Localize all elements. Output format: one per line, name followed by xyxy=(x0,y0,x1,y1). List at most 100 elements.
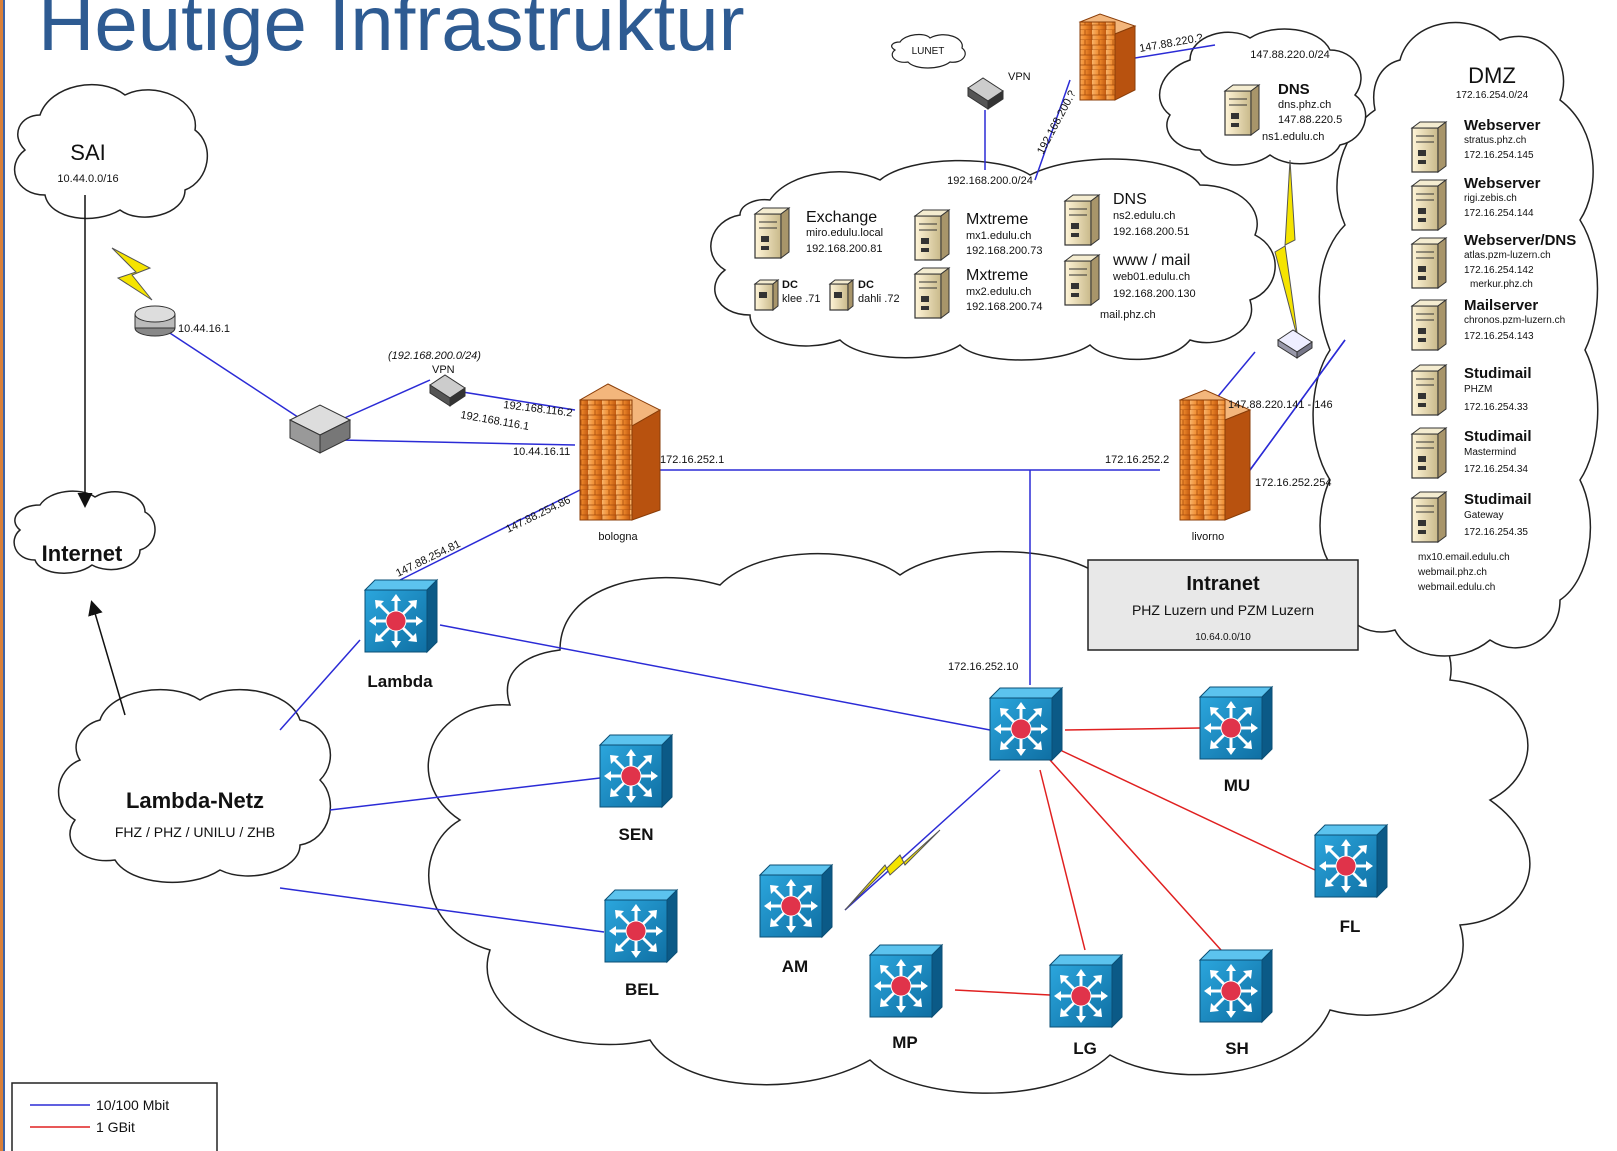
internal-cloud xyxy=(710,158,1276,361)
firewall-bologna xyxy=(578,383,662,521)
modem xyxy=(1277,329,1313,359)
dmz-server xyxy=(1411,121,1447,173)
mx2-line: mx2.edulu.ch xyxy=(966,286,1031,298)
switch-sh xyxy=(1198,948,1274,1024)
server-dns-ext xyxy=(1224,84,1260,136)
switch-lg xyxy=(1048,953,1124,1029)
vpn1-label: VPN xyxy=(432,364,455,376)
switch-lambda xyxy=(363,578,439,654)
dns-ext-name: DNS xyxy=(1278,81,1310,98)
lambda-netz-sub: FHZ / PHZ / UNILU / ZHB xyxy=(115,824,275,840)
dns-ext-line: 147.88.220.5 xyxy=(1278,114,1342,126)
dc2-line: dahli .72 xyxy=(858,293,900,305)
dmz-server-name: Mailserver xyxy=(1464,297,1538,314)
dc2-name: DC xyxy=(858,279,874,291)
dns-cloud xyxy=(1159,28,1367,166)
dmz-server-line: atlas.pzm-luzern.ch xyxy=(1464,250,1551,261)
www-line: 192.168.200.130 xyxy=(1113,288,1196,300)
dns-cloud-subnet: 147.88.220.0/24 xyxy=(1250,49,1330,61)
dns2-line: 192.168.200.51 xyxy=(1113,226,1189,238)
router-ip: 10.44.16.1 xyxy=(178,323,230,335)
dmz-server-name: Studimail xyxy=(1464,491,1532,508)
mx1-line: mx1.edulu.ch xyxy=(966,230,1031,242)
dmz-server-name: Studimail xyxy=(1464,365,1532,382)
vpn1-net: (192.168.200.0/24) xyxy=(388,350,481,362)
dmz-server xyxy=(1411,299,1447,351)
dc1-line: klee .71 xyxy=(782,293,821,305)
wan-bolt-sai xyxy=(111,247,153,301)
sai-name: SAI xyxy=(70,140,105,165)
ip-116-2: 192.168.116.2 xyxy=(503,399,573,419)
dmz-server-line: Gateway xyxy=(1464,510,1503,521)
www-line: web01.edulu.ch xyxy=(1112,271,1190,283)
router xyxy=(134,305,176,337)
internal-subnet: 192.168.200.0/24 xyxy=(947,175,1033,187)
dns-ext-line: ns1.edulu.ch xyxy=(1262,131,1324,143)
dmz-subnet: 172.16.254.0/24 xyxy=(1456,90,1529,101)
dns2-name: DNS xyxy=(1113,191,1147,208)
switch-mu-label: MU xyxy=(1224,776,1250,795)
lambda-netz-name: Lambda-Netz xyxy=(126,788,264,813)
server-mx2 xyxy=(914,267,950,319)
intranet-box xyxy=(1087,559,1359,651)
wan-bolt-dns xyxy=(1274,159,1299,341)
lambda-internet-arrow xyxy=(88,600,126,716)
ip-252-1: 172.16.252.1 xyxy=(660,454,724,466)
dns2-line: ns2.edulu.ch xyxy=(1113,210,1175,222)
left-accent-bar-blue xyxy=(3,0,5,1151)
legend-label-red: 1 GBit xyxy=(96,1119,135,1135)
dmz-server-line: 172.16.254.143 xyxy=(1464,331,1534,342)
vpn-device-2 xyxy=(967,77,1004,110)
dmz-server xyxy=(1411,364,1447,416)
dmz-name: DMZ xyxy=(1468,63,1516,88)
dmz-server-line: Mastermind xyxy=(1464,447,1516,458)
blue-links xyxy=(1249,339,1346,471)
internet-cloud xyxy=(13,490,156,574)
server-dc2 xyxy=(829,279,854,311)
intranet-sub: PHZ Luzern und PZM Luzern xyxy=(1132,602,1314,618)
dmz-server-line: rigi.zebis.ch xyxy=(1464,193,1517,204)
dmz-server-line: merkur.phz.ch xyxy=(1470,279,1533,290)
legend-box xyxy=(11,1082,218,1151)
wan-bolt-am xyxy=(844,829,941,911)
sai-cloud xyxy=(14,83,209,220)
switch-fl xyxy=(1313,823,1389,899)
ip-254-86: 147.88.254.86 xyxy=(504,494,572,536)
switch-sen xyxy=(598,733,674,809)
dmz-footer-line: webmail.phz.ch xyxy=(1417,567,1487,578)
firewall-top xyxy=(1078,13,1137,101)
dmz-server-name: Webserver xyxy=(1464,117,1541,134)
server-dns2 xyxy=(1064,194,1100,246)
dmz-server-line: 172.16.254.33 xyxy=(1464,402,1528,413)
dns-ext-line: dns.phz.ch xyxy=(1278,99,1331,111)
www-line: mail.phz.ch xyxy=(1100,309,1156,321)
dmz-server xyxy=(1411,491,1447,543)
dmz-server-line: PHZM xyxy=(1464,384,1492,395)
switch-sh-label: SH xyxy=(1225,1039,1249,1058)
switch-fl-label: FL xyxy=(1340,917,1361,936)
dmz-footer-line: webmail.edulu.ch xyxy=(1417,582,1495,593)
dmz-server-name: Webserver xyxy=(1464,175,1541,192)
mx2-line: 192.168.200.74 xyxy=(966,301,1042,313)
intranet-subnet: 10.64.0.0/10 xyxy=(1195,632,1251,643)
mx2-name: Mxtreme xyxy=(966,267,1028,284)
exchange-name: Exchange xyxy=(806,209,877,226)
lunet-name: LUNET xyxy=(912,46,945,57)
dmz-server-line: 172.16.254.144 xyxy=(1464,208,1534,219)
switch-bel-label: BEL xyxy=(625,980,659,999)
lunet-cloud xyxy=(891,33,966,69)
internet-name: Internet xyxy=(42,541,123,566)
legend-label-blue: 10/100 Mbit xyxy=(96,1097,169,1113)
dc1-name: DC xyxy=(782,279,798,291)
exchange-line: miro.edulu.local xyxy=(806,227,883,239)
dmz-server-line: 172.16.254.35 xyxy=(1464,527,1528,538)
dmz-footer-line: mx10.email.edulu.ch xyxy=(1418,552,1510,563)
switch-core xyxy=(988,686,1064,762)
sai-subnet: 10.44.0.0/16 xyxy=(57,173,118,185)
dmz-server-name: Studimail xyxy=(1464,428,1532,445)
dmz-server-name: Webserver/DNS xyxy=(1464,232,1576,249)
ip-200-q: 192.168.200.? xyxy=(1035,89,1079,157)
bologna-label: bologna xyxy=(598,531,638,543)
ip-254-81: 147.88.254.81 xyxy=(394,538,462,580)
